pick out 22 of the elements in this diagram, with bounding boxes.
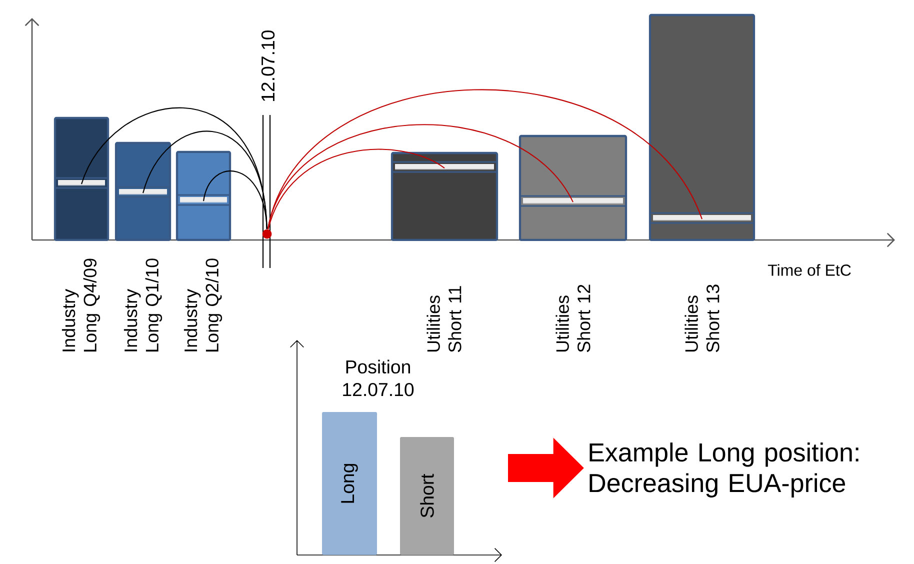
arc [203, 170, 268, 230]
bar: Industry Long Q4/09 [54, 116, 110, 352]
chart-title: Position 12.07.10 [343, 360, 414, 396]
node-label: Industry Long Q1/10 [124, 258, 162, 352]
bar: Utilities Short 13 [648, 14, 756, 352]
bar: Utilities Short 11 [390, 152, 498, 352]
bar: Industry Long Q1/10 [114, 142, 172, 352]
arc [267, 89, 702, 230]
conclusion-text: Example Long position: Decreasing EUA-price [590, 442, 858, 498]
arc [268, 148, 445, 230]
point-marker [262, 229, 272, 239]
node-label: Utilities Short 12 [556, 284, 590, 352]
bar: Industry Long Q2/10 [176, 150, 232, 352]
node-label: Industry Long Q2/10 [184, 258, 222, 352]
node-label: Utilities Short 13 [684, 284, 720, 352]
bar: Long [322, 412, 377, 555]
bar: Short [400, 437, 454, 555]
node-label: Utilities Short 11 [426, 286, 462, 352]
bar: Utilities Short 12 [518, 134, 628, 352]
node-label: Industry Long Q4/09 [62, 258, 100, 352]
axis-label: Time of EtC [768, 264, 851, 276]
date-label: 12.07.10 [261, 30, 275, 101]
